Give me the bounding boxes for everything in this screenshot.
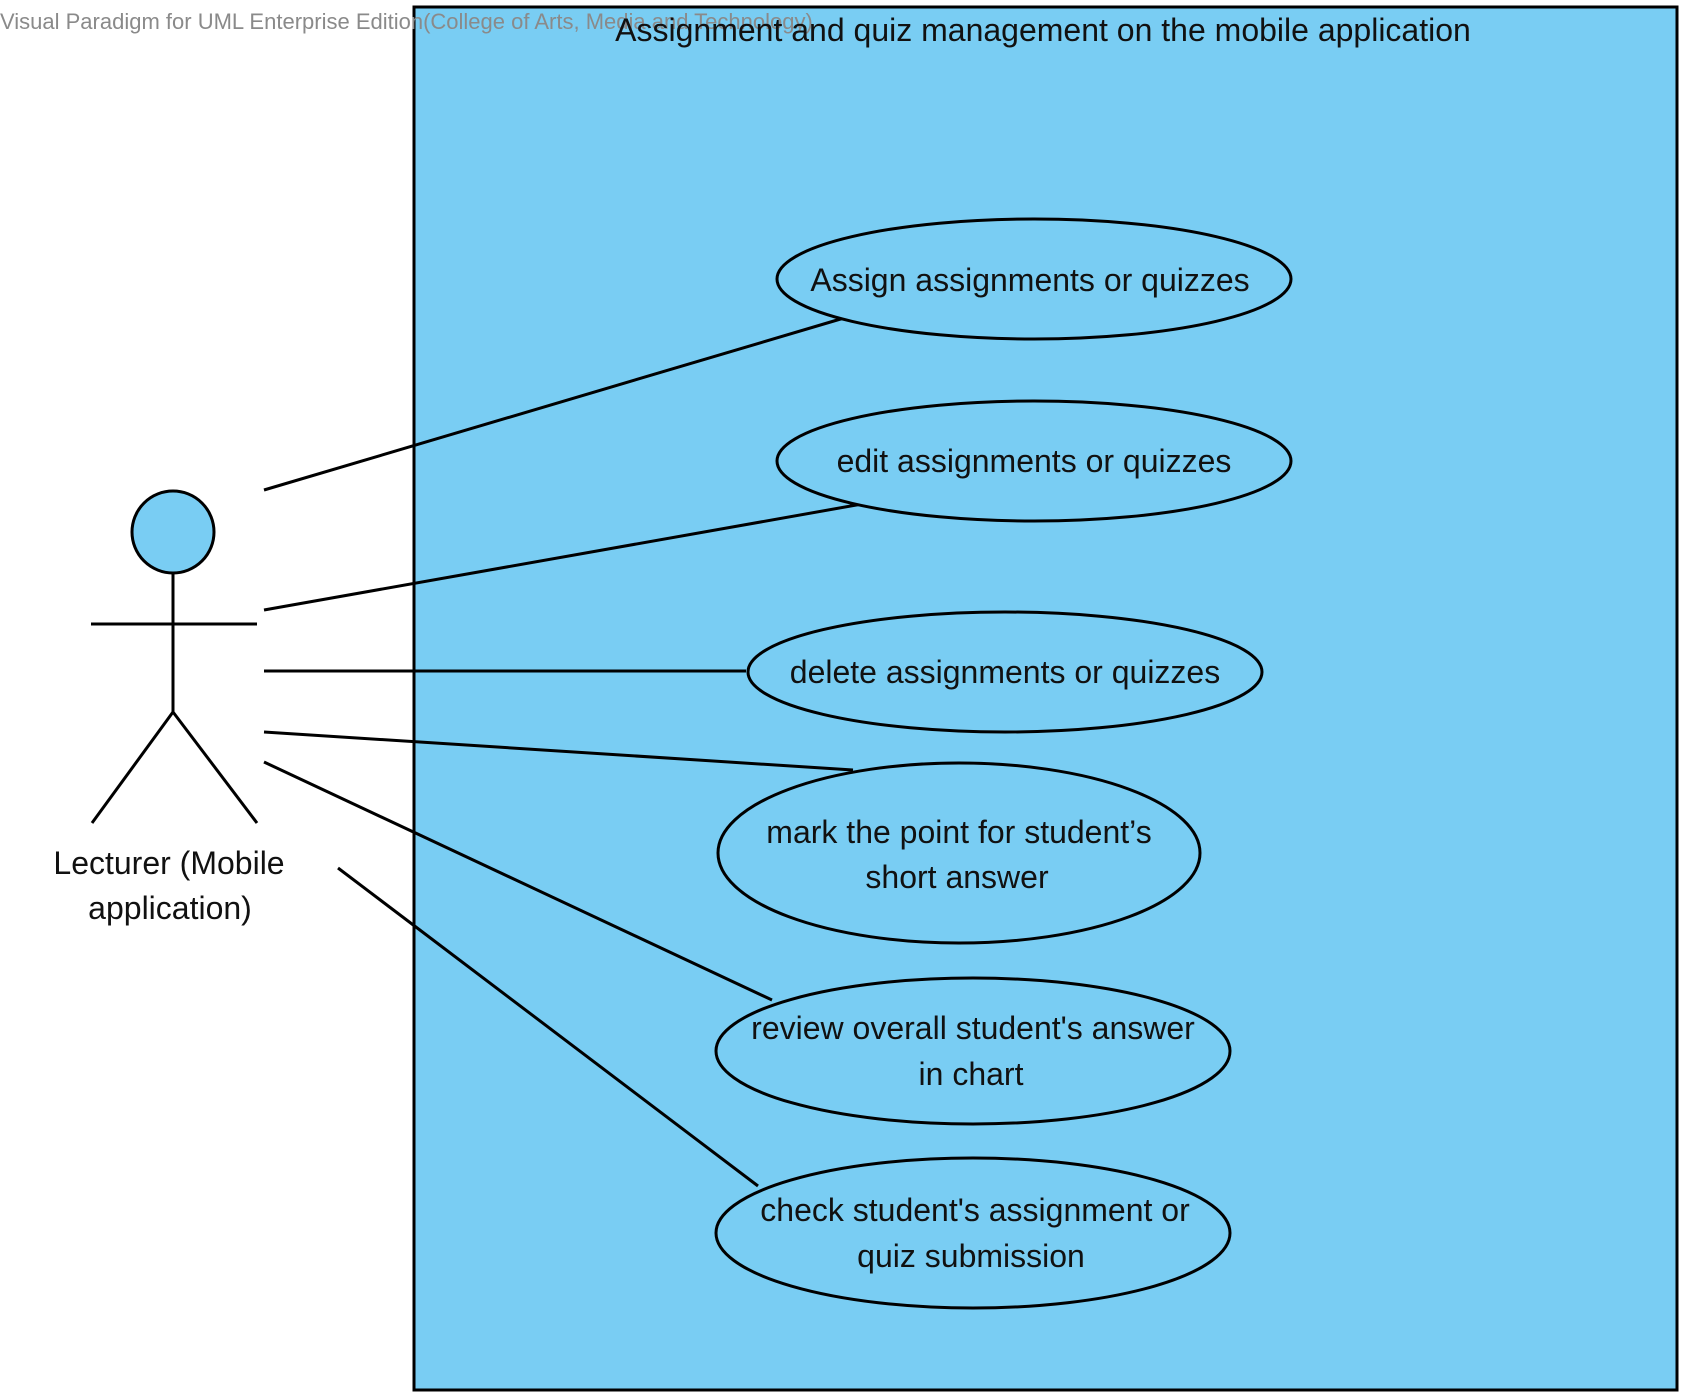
association-assign: [263, 316, 845, 492]
usecase-check-label-line2: quiz submission: [857, 1238, 1085, 1274]
actor-label-line1: Lecturer (Mobile: [53, 845, 284, 881]
actor-lecturer[interactable]: Lecturer (Mobile application): [53, 489, 285, 926]
associations: [263, 316, 863, 1188]
usecase-review[interactable]: review overall student's answer in chart: [714, 976, 1232, 1126]
usecase-mark[interactable]: mark the point for student’s short answe…: [716, 761, 1202, 945]
association-mark: [263, 730, 854, 772]
usecase-review-ellipse: [714, 976, 1232, 1126]
actor-label-line2: application): [88, 890, 252, 926]
association-check: [337, 866, 759, 1188]
usecase-mark-label-line2: short answer: [865, 859, 1049, 895]
usecase-mark-ellipse: [716, 761, 1202, 945]
usecase-delete-ellipse: [746, 610, 1264, 734]
usecase-review-label-line1: review overall student's answer: [751, 1010, 1195, 1046]
usecase-review-label-line2: in chart: [919, 1056, 1024, 1092]
actor-head: [130, 489, 216, 575]
usecase-delete-label: delete assignments or quizzes: [790, 654, 1220, 690]
watermark: Visual Paradigm for UML Enterprise Editi…: [0, 9, 813, 34]
usecase-delete[interactable]: delete assignments or quizzes: [746, 610, 1264, 734]
usecase-mark-label-line1: mark the point for student’s: [766, 814, 1151, 850]
association-review: [263, 760, 773, 1002]
usecase-assign-ellipse: [775, 217, 1293, 341]
usecase-edit[interactable]: edit assignments or quizzes: [775, 399, 1293, 523]
usecase-check-label-line1: check student's assignment or: [760, 1192, 1190, 1228]
usecase-edit-ellipse: [775, 399, 1293, 523]
association-edit: [263, 502, 863, 612]
usecase-edit-label: edit assignments or quizzes: [837, 443, 1232, 479]
usecase-assign-label: Assign assignments or quizzes: [810, 262, 1249, 298]
actor-left-leg: [90, 711, 175, 824]
usecase-assign[interactable]: Assign assignments or quizzes: [775, 217, 1293, 341]
actor-right-leg: [171, 711, 259, 824]
usecase-check-ellipse: [714, 1156, 1232, 1310]
system-title: Assignment and quiz management on the mo…: [615, 12, 1471, 48]
usecase-check[interactable]: check student's assignment or quiz submi…: [714, 1156, 1232, 1310]
